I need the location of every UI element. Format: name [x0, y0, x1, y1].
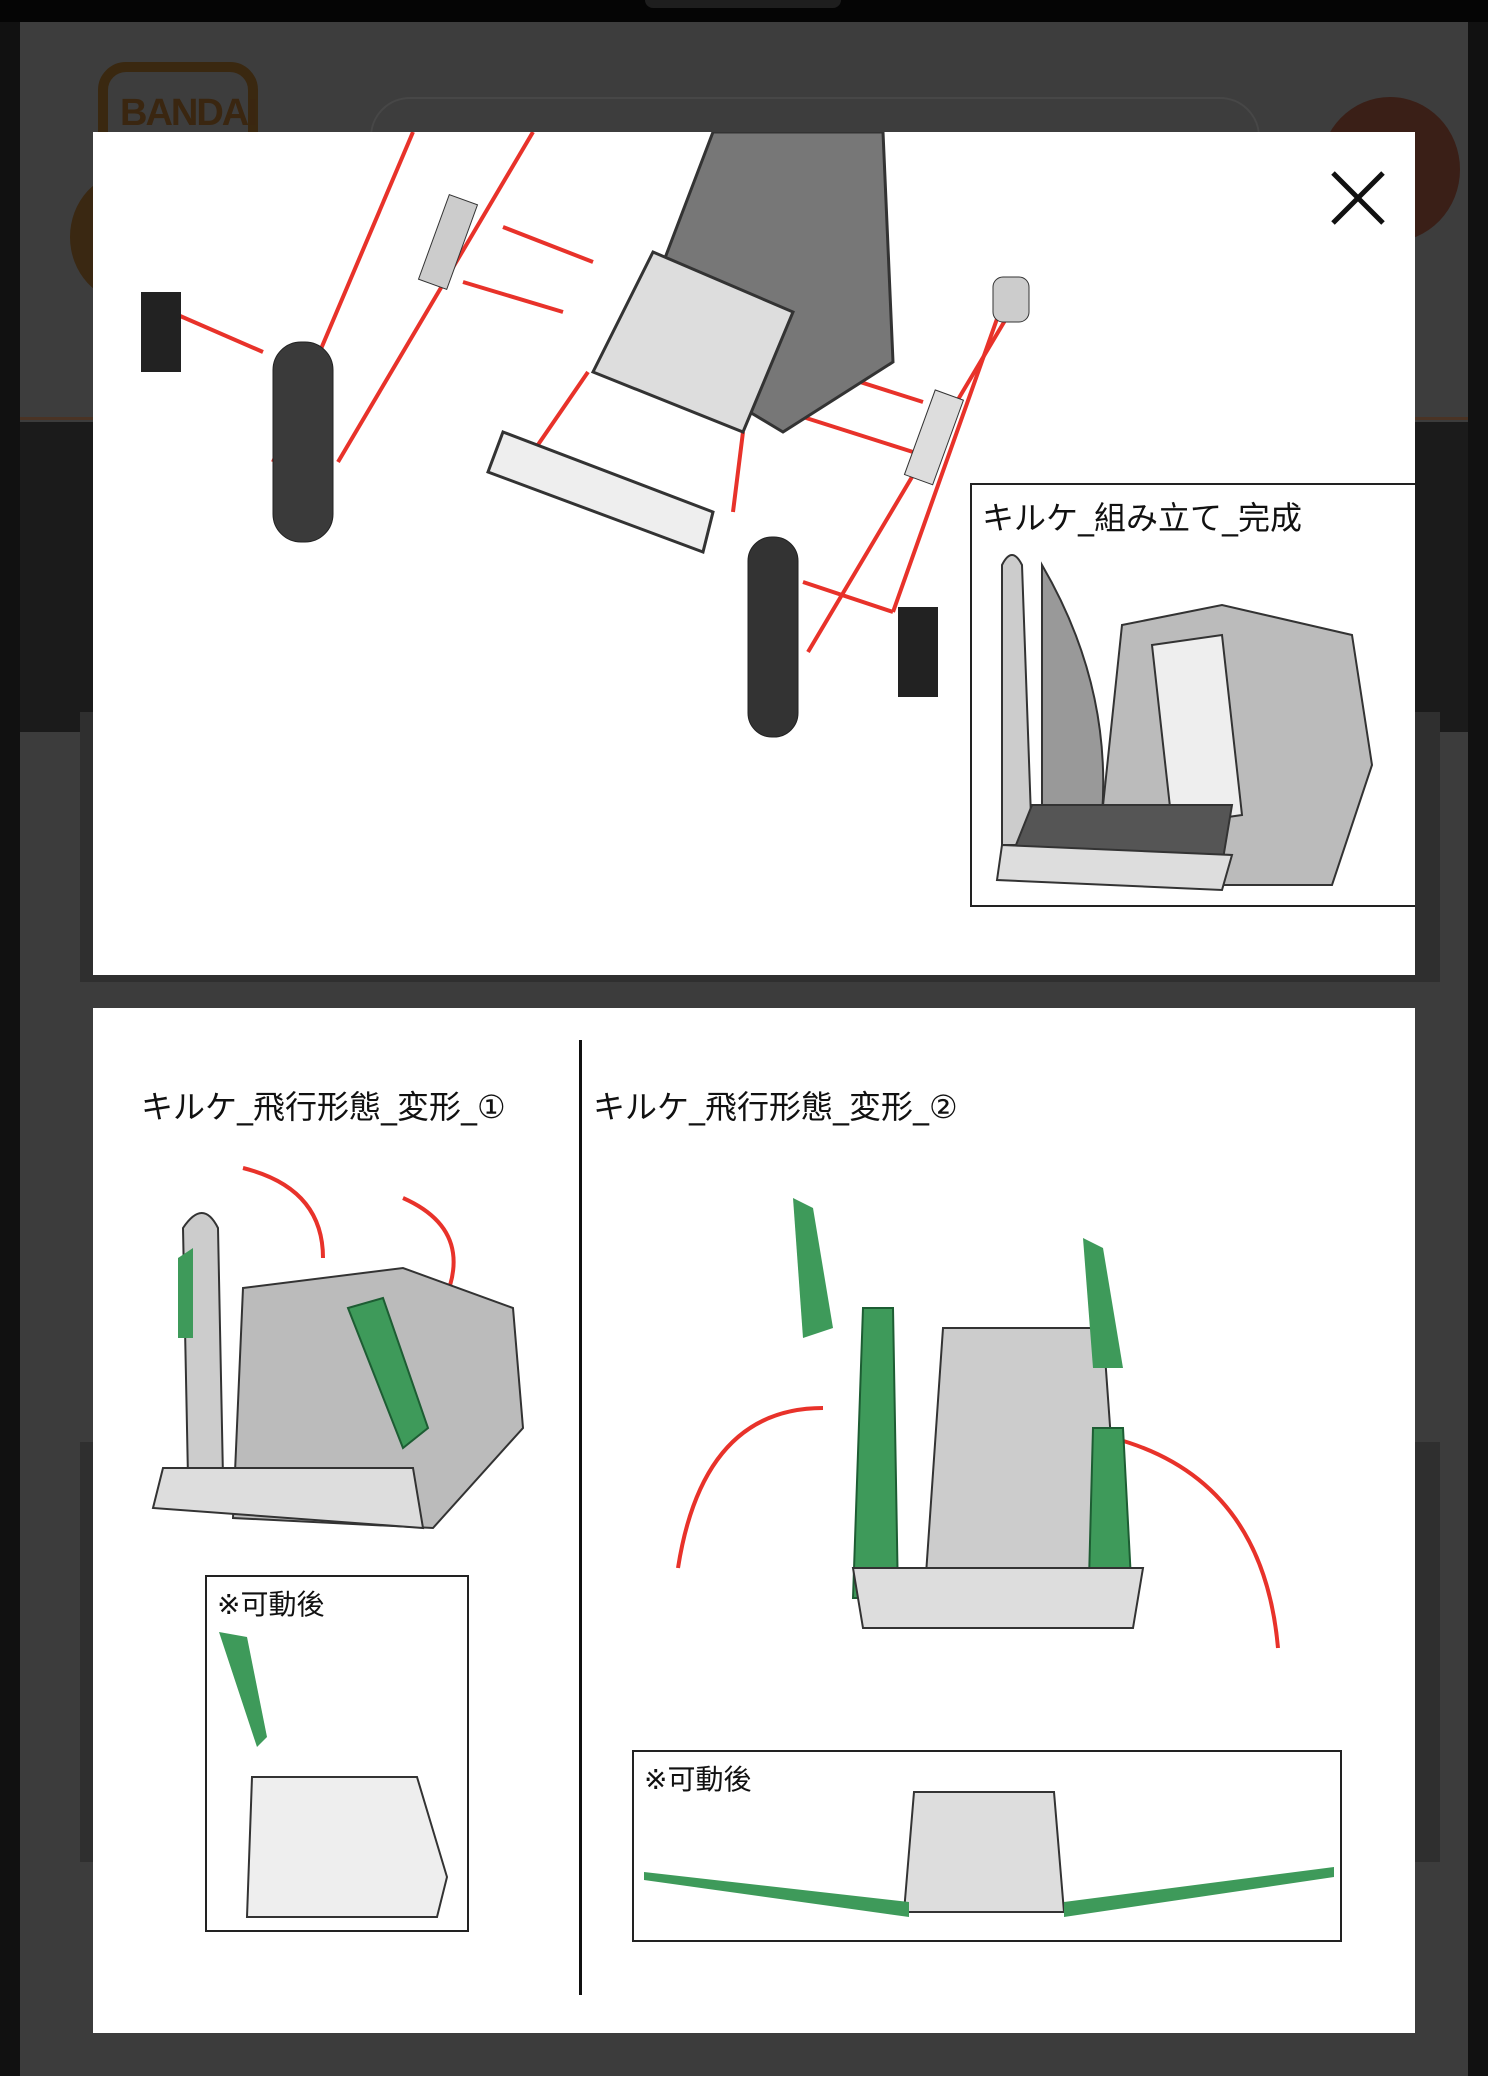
inset-caption: ※可動後 [644, 1763, 752, 1796]
inset-caption: ※可動後 [217, 1588, 325, 1621]
close-icon [1331, 171, 1385, 225]
inset-caption: キルケ_組み立て_完成 [982, 499, 1303, 537]
completed-illustration [995, 554, 1374, 892]
camera-notch [645, 0, 841, 8]
step-1-after-inset: ※可動後 [205, 1575, 469, 1932]
step-2-after-inset: ※可動後 [632, 1750, 1342, 1942]
close-button[interactable] [1325, 165, 1391, 231]
caption-step-1: キルケ_飛行形態_変形_① [141, 1088, 506, 1126]
step-1-after-illustration [219, 1632, 449, 1918]
divider [579, 1040, 582, 1995]
caption-step-2: キルケ_飛行形態_変形_② [593, 1088, 958, 1126]
transformation-image: キルケ_飛行形態_変形_① キルケ_飛行形態_変形_② ※可動後 ※可動後 [93, 1008, 1415, 2033]
step-2-after-illustration [644, 1791, 1334, 1917]
transformation-illustration [151, 1166, 1280, 1649]
status-bar [0, 0, 1488, 22]
completed-inset: キルケ_組み立て_完成 [970, 483, 1415, 907]
assembly-image: キルケ_組み立て_完成 [93, 132, 1415, 975]
assembly-illustration [141, 132, 1030, 738]
